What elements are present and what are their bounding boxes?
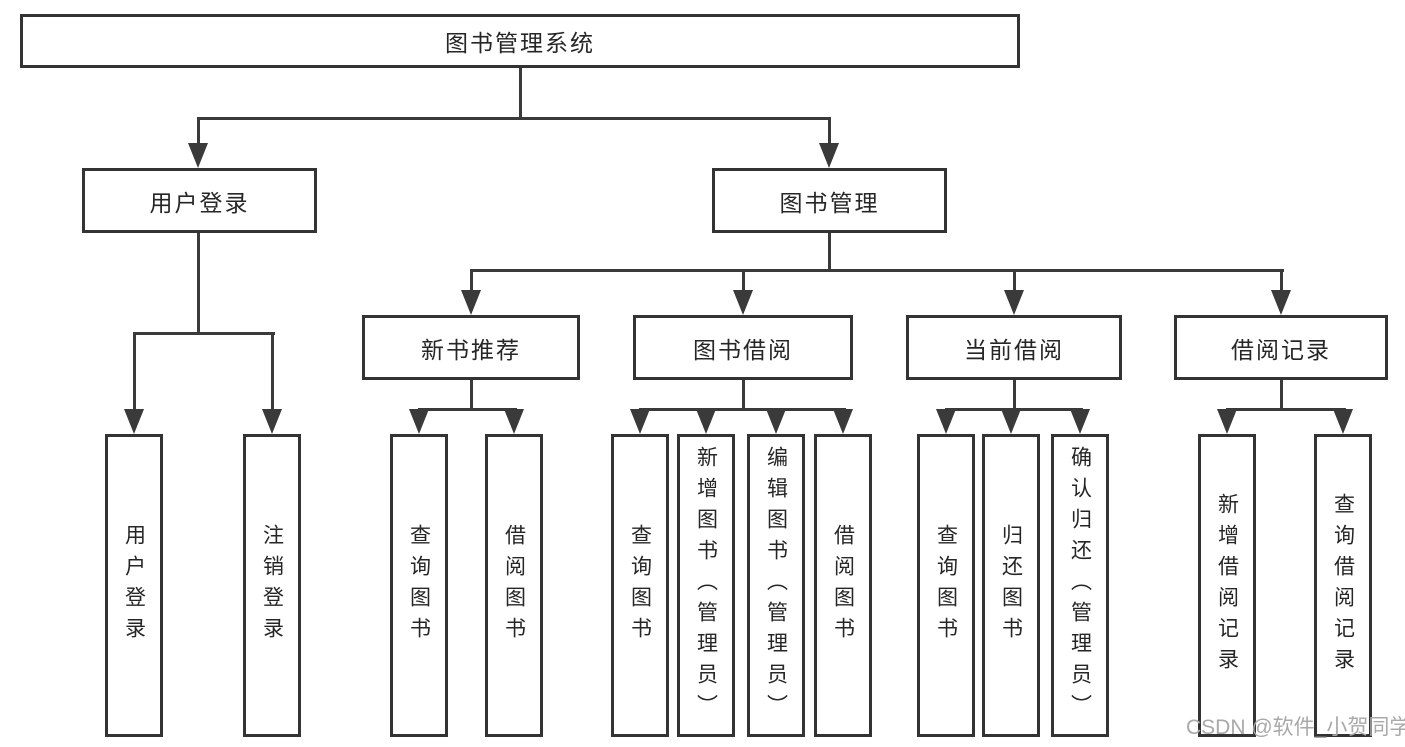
arrow-down-icon — [1271, 290, 1291, 315]
connector-line — [742, 380, 745, 411]
connector-line — [197, 117, 200, 147]
node-book-borrowing: 图书借阅 — [633, 315, 853, 380]
leaf-add-borrow-record: 新增借阅记录 — [1198, 434, 1256, 737]
arrow-down-icon — [1001, 409, 1021, 434]
connector-line — [470, 269, 1284, 272]
leaf-label: 新增图书（管理员） — [694, 446, 718, 725]
leaf-confirm-return-admin: 确认归还（管理员） — [1051, 434, 1109, 737]
arrow-down-icon — [262, 409, 282, 434]
connector-line — [742, 269, 745, 293]
node-user-login-label: 用户登录 — [149, 189, 250, 216]
arrow-down-icon — [733, 290, 753, 315]
leaf-query-books-borrowing: 查询图书 — [611, 434, 669, 737]
leaf-label: 查询图书 — [407, 523, 431, 648]
connector-line — [828, 232, 831, 272]
arrow-down-icon — [409, 409, 429, 434]
leaf-label: 归还图书 — [999, 523, 1023, 648]
arrow-down-icon — [461, 290, 481, 315]
node-borrow-records-label: 借阅记录 — [1231, 336, 1331, 363]
leaf-label: 编辑图书（管理员） — [764, 446, 788, 725]
node-book-borrowing-label: 图书借阅 — [693, 336, 793, 363]
leaf-label: 确认归还（管理员） — [1068, 446, 1092, 725]
arrow-down-icon — [124, 409, 144, 434]
node-book-management-label: 图书管理 — [779, 189, 880, 216]
connector-line — [418, 408, 517, 411]
node-root: 图书管理系统 — [20, 14, 1020, 68]
connector-line — [828, 117, 831, 147]
arrow-down-icon — [1333, 409, 1353, 434]
arrow-down-icon — [630, 409, 650, 434]
arrow-down-icon — [833, 409, 853, 434]
node-root-label: 图书管理系统 — [445, 30, 595, 56]
leaf-edit-book-admin: 编辑图书（管理员） — [747, 434, 805, 737]
arrow-down-icon — [936, 409, 956, 434]
leaf-label: 查询借阅记录 — [1331, 492, 1355, 679]
arrow-down-icon — [1004, 290, 1024, 315]
leaf-query-books-recommend: 查询图书 — [390, 434, 448, 737]
node-new-book-recommend-label: 新书推荐 — [421, 336, 521, 363]
connector-line — [639, 408, 846, 411]
arrow-down-icon — [188, 143, 208, 168]
leaf-label: 用户登录 — [122, 523, 146, 648]
leaf-query-borrow-record: 查询借阅记录 — [1314, 434, 1372, 737]
node-current-borrowing-label: 当前借阅 — [964, 336, 1064, 363]
connector-line — [1280, 269, 1283, 293]
node-new-book-recommend: 新书推荐 — [362, 315, 580, 380]
leaf-query-books-current: 查询图书 — [917, 434, 975, 737]
leaf-label: 借阅图书 — [831, 523, 855, 648]
connector-line — [271, 332, 274, 412]
leaf-return-book: 归还图书 — [982, 434, 1040, 737]
leaf-borrow-books: 借阅图书 — [814, 434, 872, 737]
node-book-management: 图书管理 — [712, 168, 947, 233]
arrow-down-icon — [1217, 409, 1237, 434]
connector-line — [133, 332, 136, 412]
leaf-label: 注销登录 — [260, 523, 284, 648]
arrow-down-icon — [819, 143, 839, 168]
connector-line — [470, 269, 473, 293]
connector-line — [1013, 380, 1016, 411]
leaf-label: 借阅图书 — [502, 523, 526, 648]
connector-line — [1013, 269, 1016, 293]
leaf-label: 查询图书 — [628, 523, 652, 648]
leaf-logout: 注销登录 — [243, 434, 301, 737]
arrow-down-icon — [766, 409, 786, 434]
node-borrow-records: 借阅记录 — [1174, 315, 1388, 380]
leaf-label: 查询图书 — [934, 523, 958, 648]
connector-line — [470, 380, 473, 411]
arrow-down-icon — [1070, 409, 1090, 434]
node-user-login: 用户登录 — [82, 168, 317, 233]
leaf-add-book-admin: 新增图书（管理员） — [677, 434, 735, 737]
arrow-down-icon — [504, 409, 524, 434]
connector-line — [1280, 380, 1283, 411]
leaf-borrow-books-recommend: 借阅图书 — [485, 434, 543, 737]
node-current-borrowing: 当前借阅 — [906, 315, 1122, 380]
leaf-user-login: 用户登录 — [105, 434, 163, 737]
connector-line — [197, 117, 831, 120]
arrow-down-icon — [696, 409, 716, 434]
leaf-label: 新增借阅记录 — [1215, 492, 1239, 679]
connector-line — [133, 332, 275, 335]
connector-line — [519, 68, 522, 120]
connector-line — [1226, 408, 1346, 411]
connector-line — [197, 232, 200, 335]
